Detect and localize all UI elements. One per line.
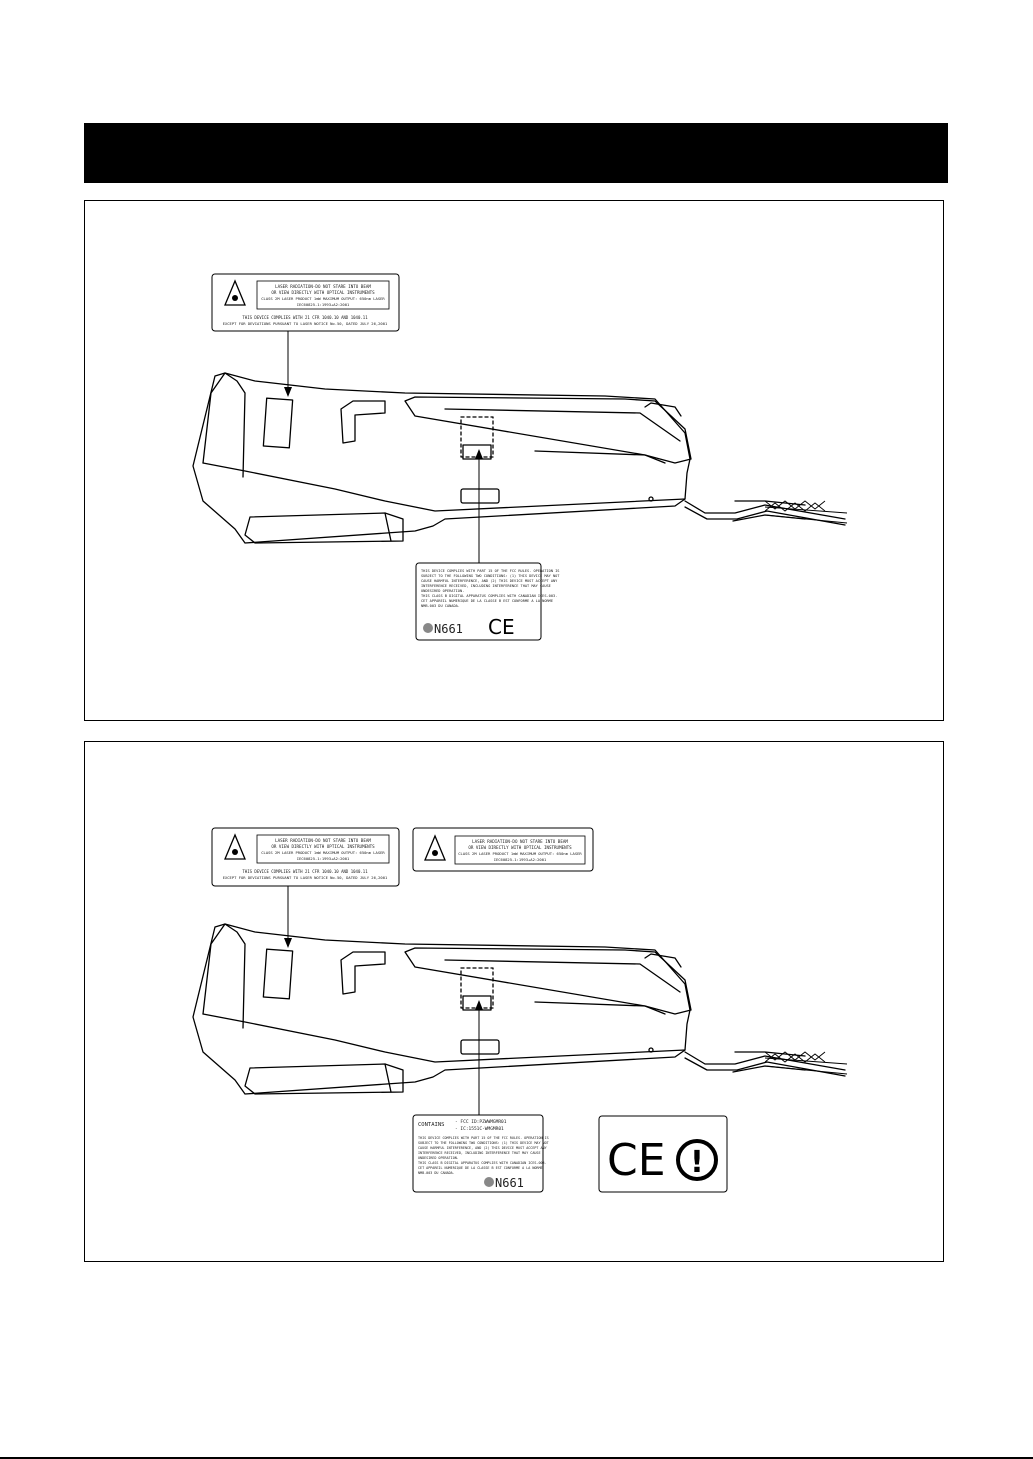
laser-compliance-line-1: THIS DEVICE COMPLIES WITH 21 CFR 1040.10… xyxy=(242,869,368,874)
ce-alert-label: CE ! xyxy=(598,1115,728,1193)
ce-mark: CE xyxy=(607,1135,666,1186)
label-panel-1: LASER RADIATION-DO NOT STARE INTO BEAM O… xyxy=(84,200,944,721)
fcc-line-1: THIS DEVICE COMPLIES WITH PART 15 OF THE… xyxy=(421,569,559,573)
fcc-line-7: CET APPAREIL NUMERIQUE DE LA CLASSE B ES… xyxy=(418,1166,543,1170)
fcc-compliance-label: THIS DEVICE COMPLIES WITH PART 15 OF THE… xyxy=(415,562,560,641)
fcc-cert-code: N661 xyxy=(495,1176,524,1190)
alt-laser-warning-line-4: IEC60825-1:1993+A2:2001 xyxy=(494,857,547,862)
ce-mark: CE xyxy=(488,615,515,639)
section-header-bar xyxy=(84,123,948,183)
fcc-cert-code: N661 xyxy=(434,622,463,636)
laser-warning-line-4: IEC60825-1:1993+A2:2001 xyxy=(297,302,350,307)
laser-compliance-line-2: EXCEPT FOR DEVIATIONS PURSUANT TO LASER … xyxy=(223,875,388,880)
laser-warning-label: LASER RADIATION-DO NOT STARE INTO BEAM O… xyxy=(211,827,400,887)
lanyard-braid-1 xyxy=(764,500,848,524)
alt-laser-warning-line-1: LASER RADIATION-DO NOT STARE INTO BEAM xyxy=(472,839,568,844)
c-tick-icon xyxy=(484,1177,494,1187)
fcc-line-7: CET APPAREIL NUMERIQUE DE LA CLASSE B ES… xyxy=(421,599,553,603)
fcc-line-4: INTERFERENCE RECEIVED, INCLUDING INTERFE… xyxy=(421,584,551,588)
ic-id: - IC:1551C-WMGMR01 xyxy=(455,1126,504,1132)
bottom-rule xyxy=(0,1457,1033,1459)
alt-laser-warning-line-3: CLASS 2M LASER PRODUCT 1mW MAXIMUM OUTPU… xyxy=(458,851,582,856)
laser-hazard-icon xyxy=(224,833,246,860)
fcc-line-8: NMB-003 DU CANADA. xyxy=(421,604,460,608)
fcc-line-6: THIS CLASS B DIGITAL APPARATUS COMPLIES … xyxy=(421,594,557,598)
laser-compliance-line-2: EXCEPT FOR DEVIATIONS PURSUANT TO LASER … xyxy=(223,321,388,326)
scanner-device-drawing-2 xyxy=(192,923,846,1095)
laser-warning-label: LASER RADIATION-DO NOT STARE INTO BEAM O… xyxy=(211,273,400,332)
contains-text: CONTAINS xyxy=(418,1122,445,1128)
fcc-line-3: CAUSE HARMFUL INTERFERENCE, AND (2) THIS… xyxy=(418,1146,547,1150)
c-tick-icon xyxy=(423,623,433,633)
laser-warning-line-1: LASER RADIATION-DO NOT STARE INTO BEAM xyxy=(275,838,371,843)
laser-warning-label-alt: LASER RADIATION-DO NOT STARE INTO BEAM O… xyxy=(412,827,594,872)
fcc-id: - FCC ID:PZWWMGMR01 xyxy=(455,1119,507,1125)
laser-warning-line-2: OR VIEW DIRECTLY WITH OPTICAL INSTRUMENT… xyxy=(271,290,375,295)
fcc-line-2: SUBJECT TO THE FOLLOWING TWO CONDITIONS:… xyxy=(421,574,560,578)
laser-compliance-line-1: THIS DEVICE COMPLIES WITH 21 CFR 1040.10… xyxy=(242,315,368,320)
fcc-line-8: NMB-003 DU CANADA. xyxy=(418,1171,455,1175)
fcc-line-5: UNDESIRED OPERATION. xyxy=(418,1156,459,1160)
fcc-compliance-label: CONTAINS - FCC ID:PZWWMGMR01 - IC:1551C-… xyxy=(412,1114,549,1193)
laser-warning-line-3: CLASS 2M LASER PRODUCT 1mW MAXIMUM OUTPU… xyxy=(261,850,385,855)
lanyard-braid-2 xyxy=(764,1051,848,1075)
fcc-line-3: CAUSE HARMFUL INTERFERENCE, AND (2) THIS… xyxy=(421,579,558,583)
laser-warning-line-2: OR VIEW DIRECTLY WITH OPTICAL INSTRUMENT… xyxy=(271,844,375,849)
alert-mark-icon xyxy=(676,1139,718,1181)
fcc-line-5: UNDESIRED OPERATION. xyxy=(421,589,464,593)
scanner-device-drawing-1 xyxy=(192,372,846,544)
fcc-line-6: THIS CLASS B DIGITAL APPARATUS COMPLIES … xyxy=(418,1161,547,1165)
laser-warning-line-3: CLASS 2M LASER PRODUCT 1mW MAXIMUM OUTPU… xyxy=(261,296,385,301)
alert-mark-glyph: ! xyxy=(690,1145,704,1180)
fcc-line-1: THIS DEVICE COMPLIES WITH PART 15 OF THE… xyxy=(418,1136,549,1140)
fcc-line-2: SUBJECT TO THE FOLLOWING TWO CONDITIONS:… xyxy=(418,1141,549,1145)
laser-warning-line-4: IEC60825-1:1993+A2:2001 xyxy=(297,856,350,861)
laser-hazard-icon xyxy=(224,279,246,306)
fcc-line-4: INTERFERENCE RECEIVED, INCLUDING INTERFE… xyxy=(418,1151,540,1155)
laser-warning-line-1: LASER RADIATION-DO NOT STARE INTO BEAM xyxy=(275,284,371,289)
laser-hazard-icon xyxy=(424,834,446,861)
label-panel-2: LASER RADIATION-DO NOT STARE INTO BEAM O… xyxy=(84,741,944,1262)
alt-laser-warning-line-2: OR VIEW DIRECTLY WITH OPTICAL INSTRUMENT… xyxy=(468,845,572,850)
